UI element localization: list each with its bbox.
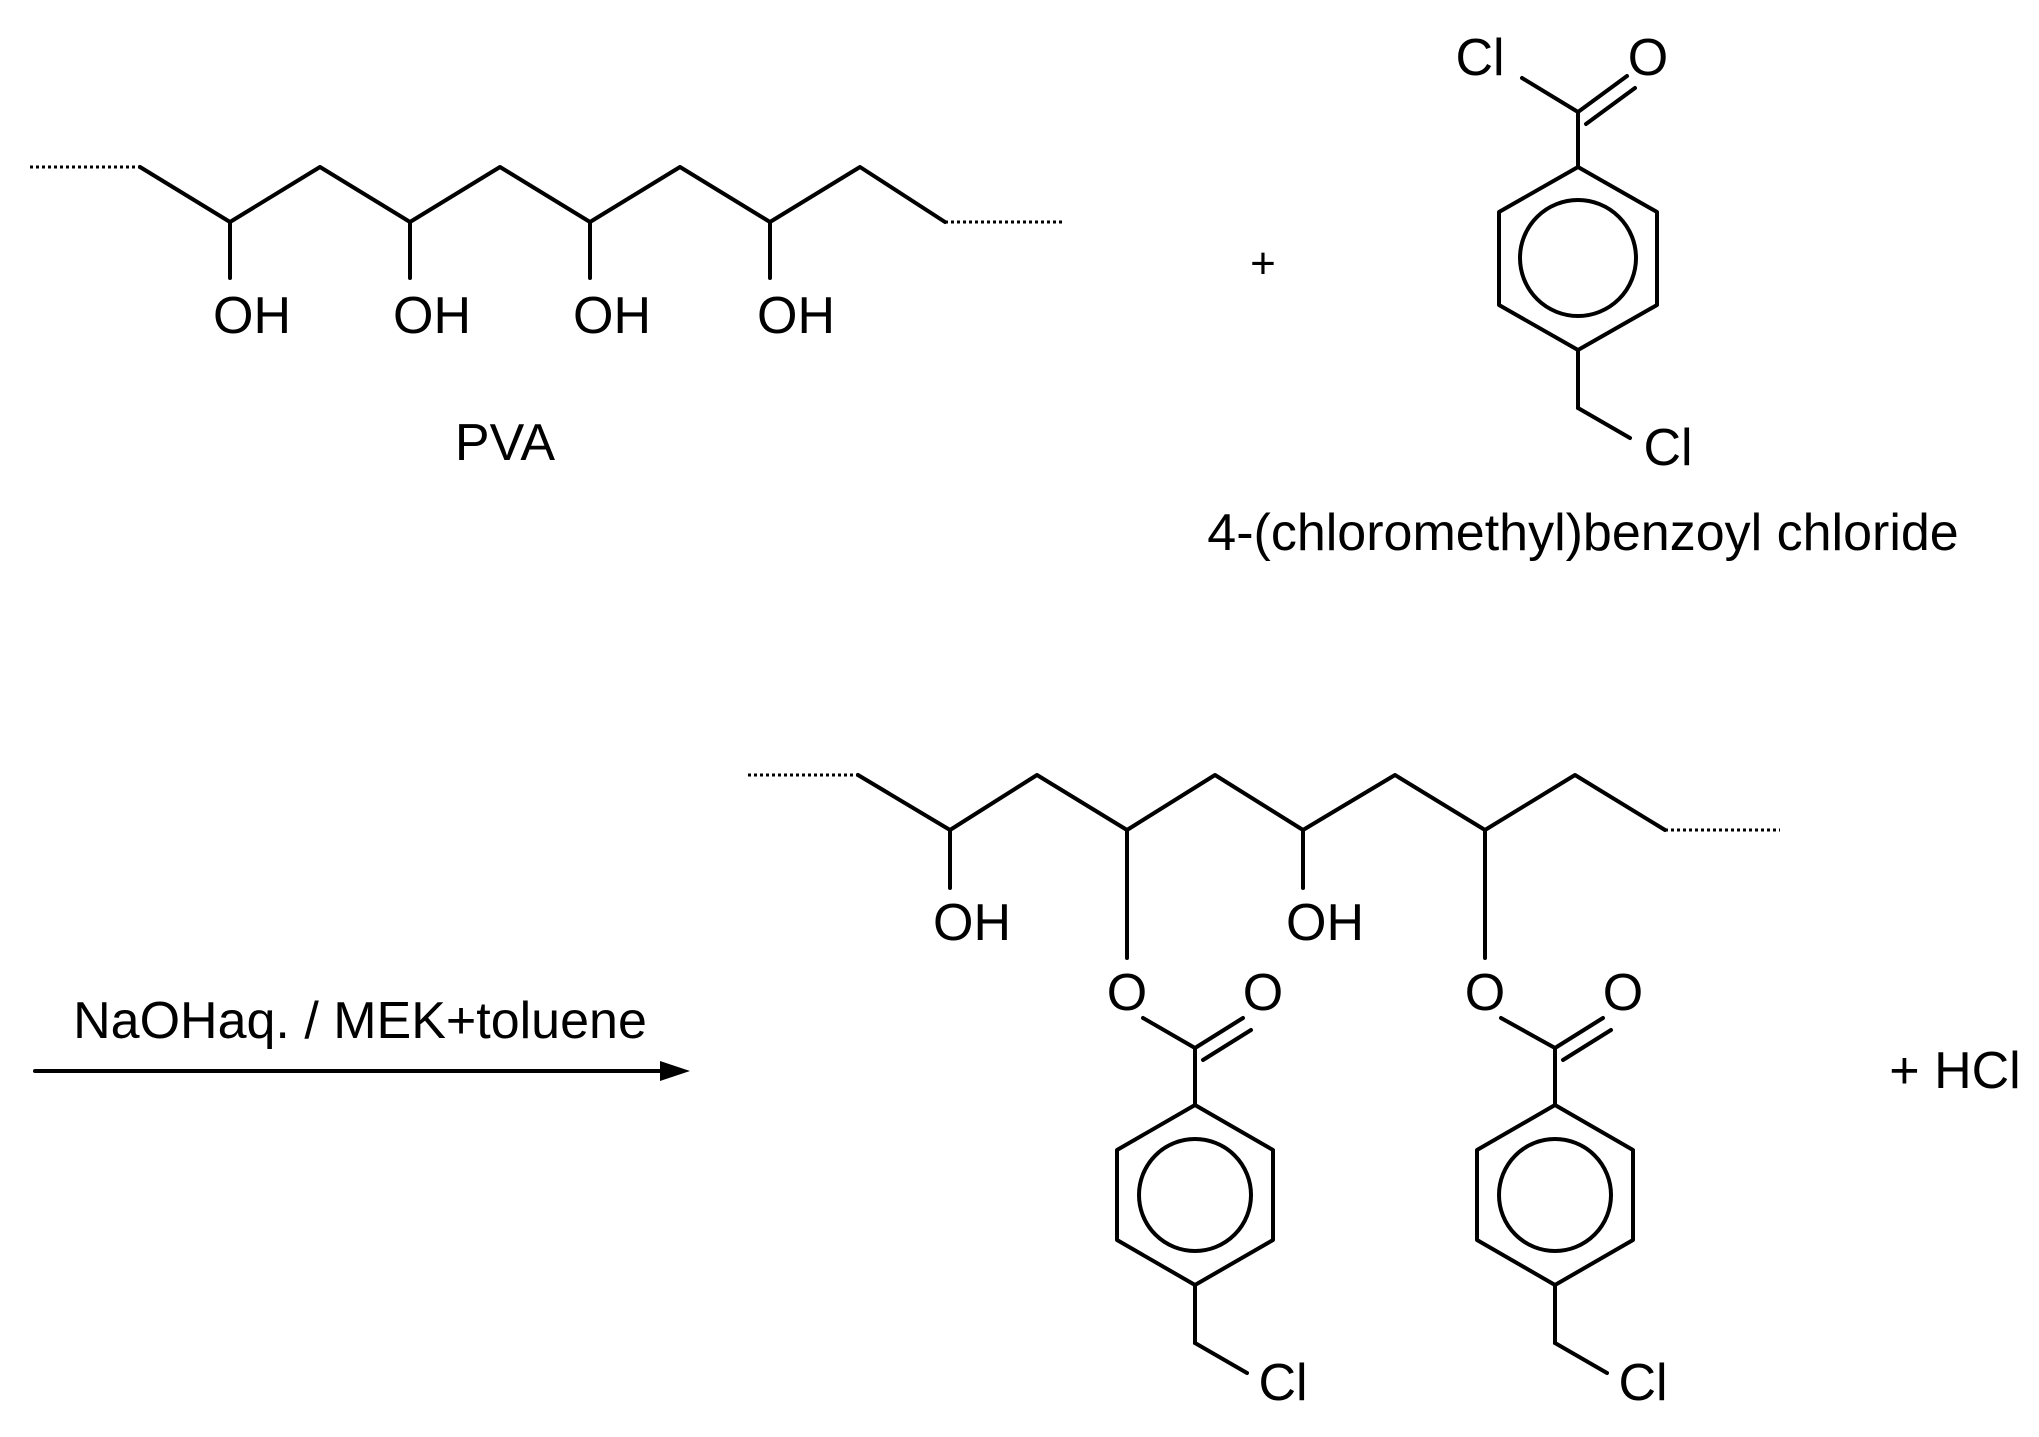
acyl-chlorine-label: Cl — [1455, 29, 1504, 87]
pva-hydroxyl-label: OH — [393, 287, 471, 345]
ester-oxygen-label: O — [1465, 964, 1505, 1022]
ester-carbonyl-bond-a — [1553, 1016, 1605, 1050]
chloromethyl-bond — [1576, 406, 1632, 440]
ester-aromatic-circle — [1137, 1137, 1253, 1253]
pva-hydroxyl-label: OH — [757, 287, 835, 345]
ester-aromatic-circle — [1497, 1137, 1613, 1253]
product-hydroxyl-label: OH — [933, 894, 1011, 952]
ester-carbonyl-oxygen-label: O — [1603, 964, 1643, 1022]
reaction-arrow-head — [660, 1061, 690, 1081]
benzyl-chlorine-label: Cl — [1643, 419, 1692, 477]
ester-chloromethyl-bond — [1553, 1341, 1609, 1375]
pva-backbone — [138, 165, 947, 224]
ester-benzyl-chlorine-label: Cl — [1258, 1354, 1307, 1412]
pva-hydroxyl-label: OH — [573, 287, 651, 345]
product-backbone — [856, 773, 1667, 832]
acyl-chloride-structure: Cl O Cl 4-(chloromethyl)benzoyl chloride — [1207, 29, 1958, 562]
carbonyl-bond-b — [1584, 86, 1637, 126]
ester-side-chain-1: O O Cl — [1107, 828, 1308, 1412]
ester-carbonyl-oxygen-label: O — [1243, 964, 1283, 1022]
byproduct-label: + HCl — [1889, 1042, 2020, 1100]
plus-sign: + — [1250, 239, 1276, 288]
reaction-conditions-label: NaOHaq. / MEK+toluene — [73, 992, 647, 1050]
acyl-cl-bond — [1520, 76, 1580, 114]
ester-carbonyl-bond-b — [1561, 1028, 1613, 1062]
pva-name-label: PVA — [455, 414, 556, 472]
aromatic-circle — [1518, 198, 1638, 318]
ester-carbonyl-bond-b — [1201, 1028, 1253, 1062]
ester-chloromethyl-bond — [1193, 1341, 1249, 1375]
ester-oxygen-label: O — [1107, 964, 1147, 1022]
product-structure: OH OH O O Cl O O — [748, 773, 1780, 1412]
ester-carbonyl-bond-a — [1193, 1016, 1245, 1050]
ester-side-chain-2: O O Cl — [1465, 828, 1668, 1412]
ester-acyl-bond — [1499, 1016, 1557, 1050]
pva-structure: OH OH OH OH PVA — [30, 165, 1065, 472]
acyl-chloride-name-label: 4-(chloromethyl)benzoyl chloride — [1207, 504, 1958, 562]
pva-hydroxyl-label: OH — [213, 287, 291, 345]
carbonyl-bond-a — [1576, 74, 1629, 114]
product-hydroxyl-label: OH — [1286, 894, 1364, 952]
carbonyl-oxygen-label: O — [1628, 29, 1668, 87]
ester-acyl-bond — [1141, 1016, 1197, 1050]
ester-benzyl-chlorine-label: Cl — [1618, 1354, 1667, 1412]
benzene-ring — [1497, 165, 1659, 352]
